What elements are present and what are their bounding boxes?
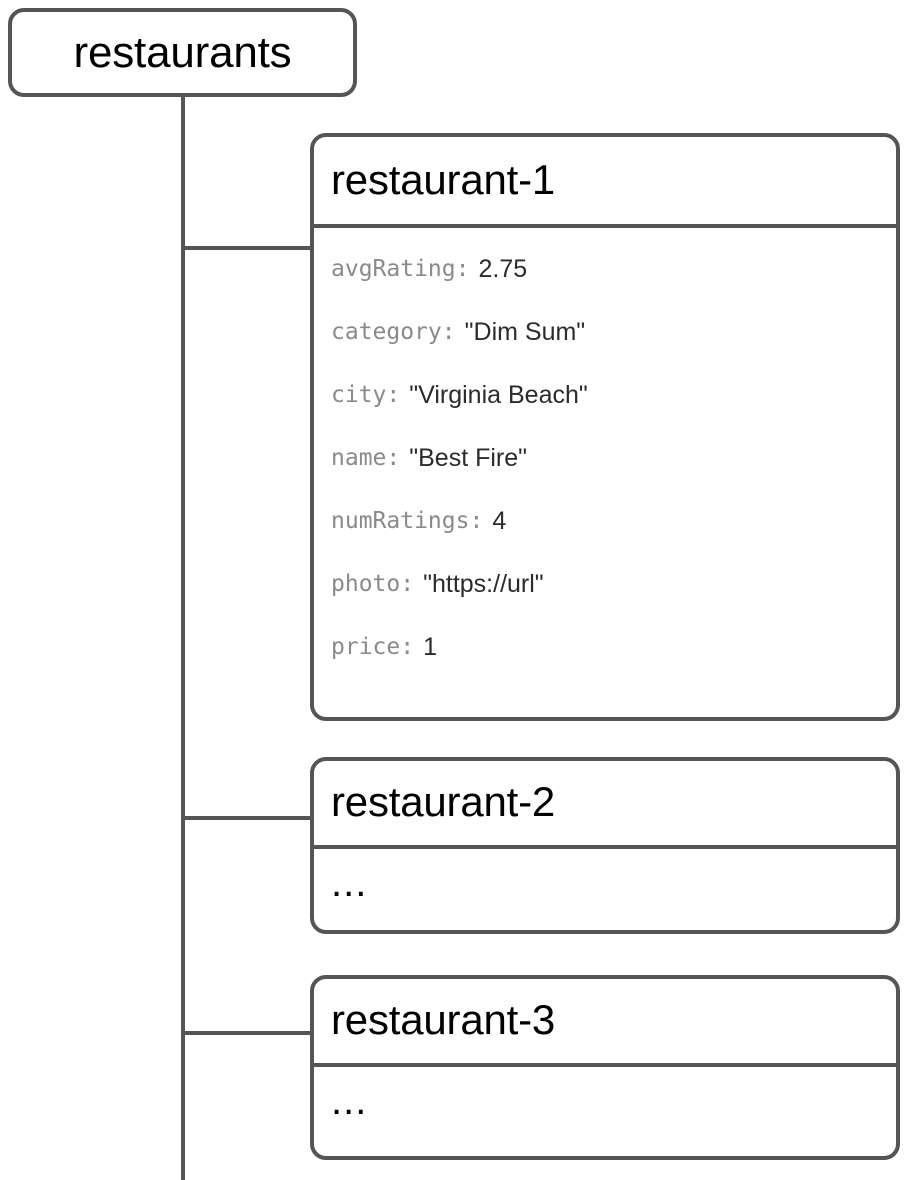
field-row: city : "Virginia Beach": [331, 364, 896, 427]
field-colon: :: [386, 382, 401, 408]
field-colon: :: [441, 319, 456, 345]
field-key: numRatings: [331, 508, 470, 534]
document-card-fields: avgRating : 2.75 category : "Dim Sum" ci…: [314, 228, 896, 679]
document-card-header: restaurant-2: [314, 761, 896, 849]
document-card-title: restaurant-1: [331, 155, 556, 203]
document-card-header: restaurant-1: [314, 137, 896, 228]
branch-line-restaurant-3: [181, 1031, 312, 1035]
field-row: name : "Best Fire": [331, 427, 896, 490]
field-row: ...: [331, 1067, 896, 1149]
field-row: category : "Dim Sum": [331, 301, 896, 364]
field-value: 2.75: [478, 255, 528, 283]
field-colon: :: [400, 571, 415, 597]
document-card-header: restaurant-3: [314, 979, 896, 1067]
branch-line-restaurant-2: [181, 816, 312, 820]
field-value: 4: [492, 507, 507, 535]
document-card-restaurant-2[interactable]: restaurant-2 ...: [310, 757, 900, 934]
field-value: "Virginia Beach": [409, 381, 588, 409]
field-value: "https://url": [423, 570, 544, 598]
field-colon: :: [469, 508, 484, 534]
field-colon: :: [455, 256, 470, 282]
field-row: price : 1: [331, 616, 896, 679]
collection-node-restaurants[interactable]: restaurants: [8, 8, 357, 97]
field-value: "Best Fire": [409, 444, 528, 472]
ellipsis-placeholder: ...: [331, 861, 368, 905]
field-colon: :: [386, 445, 401, 471]
field-key: price: [331, 634, 401, 660]
document-card-fields: ...: [314, 1067, 896, 1149]
document-card-fields: ...: [314, 849, 896, 930]
field-row: avgRating : 2.75: [331, 238, 896, 301]
collection-node-label: restaurants: [73, 27, 292, 77]
field-key: photo: [331, 571, 401, 597]
field-key: category: [331, 319, 442, 345]
trunk-line-vertical: [181, 97, 185, 1180]
field-value: "Dim Sum": [464, 318, 586, 346]
branch-line-restaurant-1: [181, 246, 312, 250]
document-card-title: restaurant-2: [331, 778, 556, 825]
document-card-title: restaurant-3: [331, 996, 556, 1043]
field-key: name: [331, 445, 387, 471]
field-row: ...: [331, 849, 896, 930]
field-value: 1: [423, 633, 438, 661]
ellipsis-placeholder: ...: [331, 1079, 368, 1123]
document-card-restaurant-3[interactable]: restaurant-3 ...: [310, 975, 900, 1160]
field-key: city: [331, 382, 387, 408]
field-colon: :: [400, 634, 415, 660]
field-row: photo : "https://url": [331, 553, 896, 616]
document-card-restaurant-1[interactable]: restaurant-1 avgRating : 2.75 category :…: [310, 133, 900, 721]
field-row: numRatings : 4: [331, 490, 896, 553]
field-key: avgRating: [331, 256, 456, 282]
